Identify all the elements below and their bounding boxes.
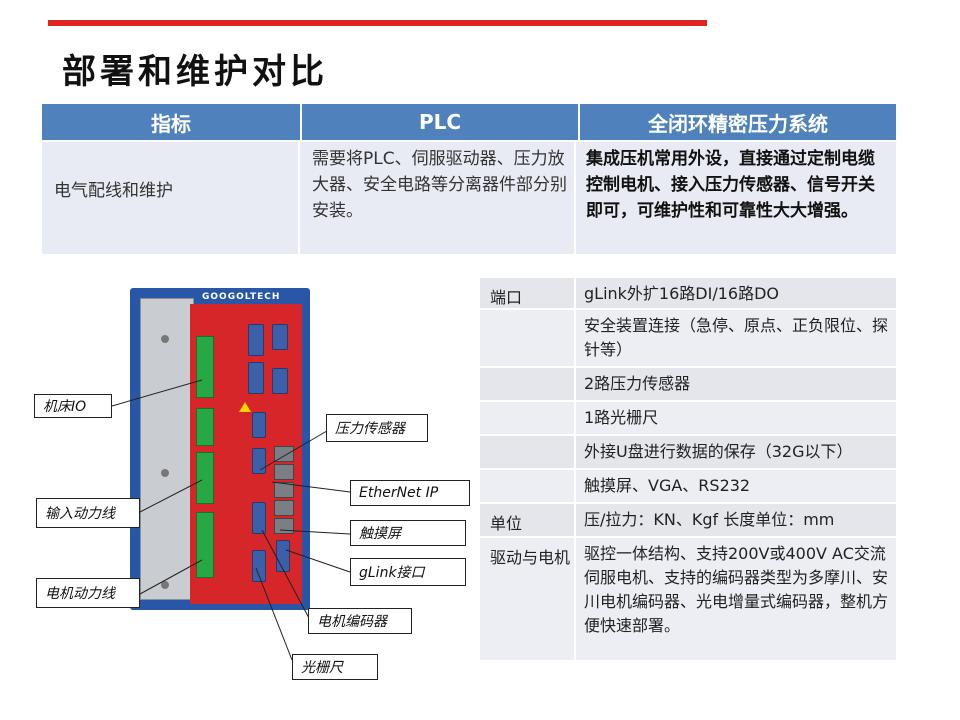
db-port	[272, 368, 288, 394]
spec-value: 1路光栅尺	[584, 408, 659, 427]
spec-key	[480, 470, 576, 502]
mounting-bracket	[140, 298, 194, 600]
screw-hole	[161, 581, 169, 589]
spec-key	[480, 436, 576, 468]
controller-device-image: GOOGOLTECH	[130, 288, 310, 610]
comparison-header-row: 指标 PLC 全闭环精密压力系统	[42, 104, 896, 140]
spec-row: 端口 gLink外扩16路DI/16路DO	[480, 278, 896, 310]
screw-hole	[161, 335, 169, 343]
callout-machine-io: 机床IO	[34, 394, 112, 418]
spec-value: gLink外扩16路DI/16路DO	[584, 284, 779, 303]
spec-row: 驱动与电机 驱控一体结构、支持200V或400V AC交流伺服电机、支持的编码器…	[480, 538, 896, 662]
top-accent-bar	[48, 20, 707, 26]
sensor-port	[252, 412, 266, 438]
db-port	[248, 362, 264, 394]
device-body	[190, 304, 302, 604]
spec-key: 端口	[480, 278, 576, 308]
cell-plc: 需要将PLC、伺服驱动器、压力放大器、安全电路等分离器件部分别安装。	[300, 142, 576, 254]
power-terminal	[196, 452, 214, 504]
motor-terminal	[196, 512, 214, 578]
spec-row: 1路光栅尺	[480, 402, 896, 436]
encoder-port	[252, 502, 266, 534]
spec-row: 触摸屏、VGA、RS232	[480, 470, 896, 504]
db-port	[248, 324, 264, 356]
spec-row: 外接U盘进行数据的保存（32G以下）	[480, 436, 896, 470]
comparison-row: 电气配线和维护 需要将PLC、伺服驱动器、压力放大器、安全电路等分离器件部分别安…	[42, 140, 896, 254]
warning-icon	[239, 402, 251, 412]
device-brand: GOOGOLTECH	[202, 292, 281, 302]
ethernet-port	[274, 464, 294, 480]
spec-key: 驱动与电机	[480, 538, 576, 660]
spec-key	[480, 368, 576, 400]
spec-value: 驱控一体结构、支持200V或400V AC交流伺服电机、支持的编码器类型为多摩川…	[584, 544, 889, 635]
callout-input-power: 输入动力线	[36, 498, 140, 528]
callout-glink: gLink接口	[350, 558, 466, 586]
comparison-table: 指标 PLC 全闭环精密压力系统 电气配线和维护 需要将PLC、伺服驱动器、压力…	[42, 104, 896, 254]
spec-value: 2路压力传感器	[584, 374, 691, 393]
spec-table: 端口 gLink外扩16路DI/16路DO 安全装置连接（急停、原点、正负限位、…	[480, 278, 896, 662]
spec-value: 安全装置连接（急停、原点、正负限位、探针等）	[584, 316, 889, 359]
db-port	[272, 324, 288, 350]
grating-port	[252, 550, 266, 582]
spec-value: 外接U盘进行数据的保存（32G以下）	[584, 442, 853, 461]
callout-touchscreen: 触摸屏	[350, 520, 466, 546]
io-terminal	[196, 336, 214, 398]
header-metric: 指标	[42, 104, 302, 140]
callout-ethernet: EtherNet IP	[350, 480, 470, 506]
ethernet-port	[274, 518, 294, 534]
spec-value: 压/拉力：KN、Kgf 长度单位：mm	[584, 510, 835, 529]
cell-metric: 电气配线和维护	[42, 142, 300, 254]
spec-key	[480, 310, 576, 366]
spec-row: 2路压力传感器	[480, 368, 896, 402]
spec-value: 触摸屏、VGA、RS232	[584, 476, 751, 495]
spec-row: 安全装置连接（急停、原点、正负限位、探针等）	[480, 310, 896, 368]
callout-grating: 光栅尺	[292, 654, 378, 680]
io-terminal	[196, 408, 214, 446]
spec-key	[480, 402, 576, 434]
header-plc: PLC	[302, 104, 580, 140]
page-title: 部署和维护对比	[62, 52, 328, 92]
header-system: 全闭环精密压力系统	[648, 111, 828, 136]
sensor-port	[252, 448, 266, 474]
screw-hole	[161, 469, 169, 477]
spec-row: 单位 压/拉力：KN、Kgf 长度单位：mm	[480, 504, 896, 538]
callout-motor-encoder: 电机编码器	[308, 608, 412, 634]
glink-port	[276, 540, 290, 572]
ethernet-port	[274, 446, 294, 462]
ethernet-port	[274, 482, 294, 498]
spec-key: 单位	[480, 504, 576, 536]
callout-pressure-sensor: 压力传感器	[326, 414, 428, 442]
callout-motor-power: 电机动力线	[36, 578, 140, 608]
ethernet-port	[274, 500, 294, 516]
cell-system: 集成压机常用外设，直接通过定制电缆控制电机、接入压力传感器、信号开关即可，可维护…	[586, 149, 875, 221]
